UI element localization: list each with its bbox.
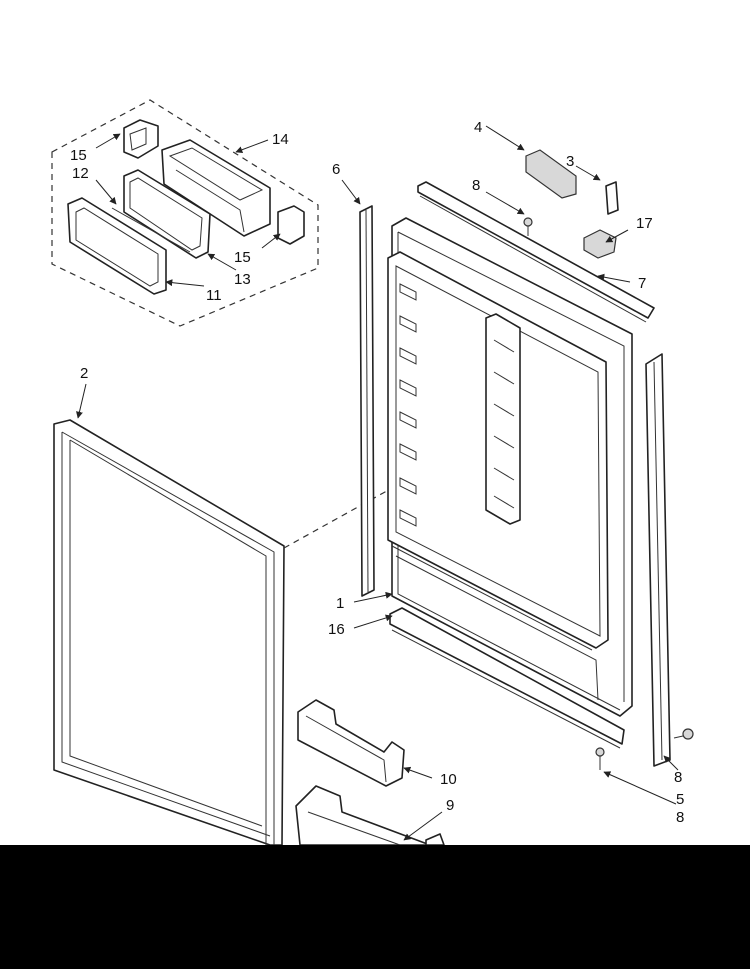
- callout-6: 6: [332, 161, 340, 178]
- part-6-side-trim-left: [359, 205, 375, 597]
- callout-11: 11: [206, 287, 222, 304]
- callout-17: 17: [636, 215, 653, 232]
- part-2-door-gasket: [53, 419, 285, 845]
- parts-diagram: 15 12 14 15 13 11 2 6 4 3 8 17 7 1 16 10…: [51, 99, 694, 845]
- part-9-door-bin: [295, 785, 445, 845]
- callout-4: 4: [474, 119, 482, 136]
- part-8-screw-right: [673, 728, 694, 740]
- callout-7: 7: [638, 275, 646, 292]
- part-7-top-trim: [417, 181, 655, 323]
- part-4-bracket: [525, 149, 577, 199]
- callout-labels: 15 12 14 15 13 11 2 6 4 3 8 17 7 1 16 10…: [70, 119, 684, 826]
- leader-lines: [76, 125, 679, 841]
- part-17-bracket: [583, 229, 617, 259]
- part-13-frame: [123, 169, 211, 259]
- part-12-strip: [111, 207, 191, 253]
- callout-12: 12: [72, 165, 89, 182]
- callout-13: 13: [234, 271, 251, 288]
- callout-9: 9: [446, 797, 454, 814]
- callout-14: 14: [272, 131, 289, 148]
- part-8-screw-bottom: [595, 747, 605, 770]
- part-11-bin-front: [67, 197, 167, 295]
- callout-5: 5: [676, 791, 684, 808]
- part-14-bin-housing: [161, 139, 271, 237]
- part-1-shelf-ribs: [399, 283, 521, 527]
- callout-2: 2: [80, 365, 88, 382]
- callout-15-lower: 15: [234, 249, 251, 266]
- part-3-pin: [605, 181, 619, 215]
- callout-3: 3: [566, 153, 574, 170]
- part-16-bottom-trim: [389, 607, 625, 749]
- callout-16: 16: [328, 621, 345, 638]
- bottom-black-band: [0, 845, 750, 969]
- part-15-bracket-lower: [277, 205, 305, 245]
- part-10-door-shelf: [297, 699, 405, 787]
- part-8-screw-top: [523, 217, 533, 236]
- callout-10: 10: [440, 771, 457, 788]
- callout-15-top: 15: [70, 147, 87, 164]
- part-15-bracket-top: [123, 119, 159, 159]
- callout-1: 1: [336, 595, 344, 612]
- callout-8-right: 8: [674, 769, 682, 786]
- callout-8-top: 8: [472, 177, 480, 194]
- part-5-side-trim-right: [645, 353, 671, 767]
- callout-8-bottom: 8: [676, 809, 684, 826]
- kit-dashed-outline: [51, 99, 319, 327]
